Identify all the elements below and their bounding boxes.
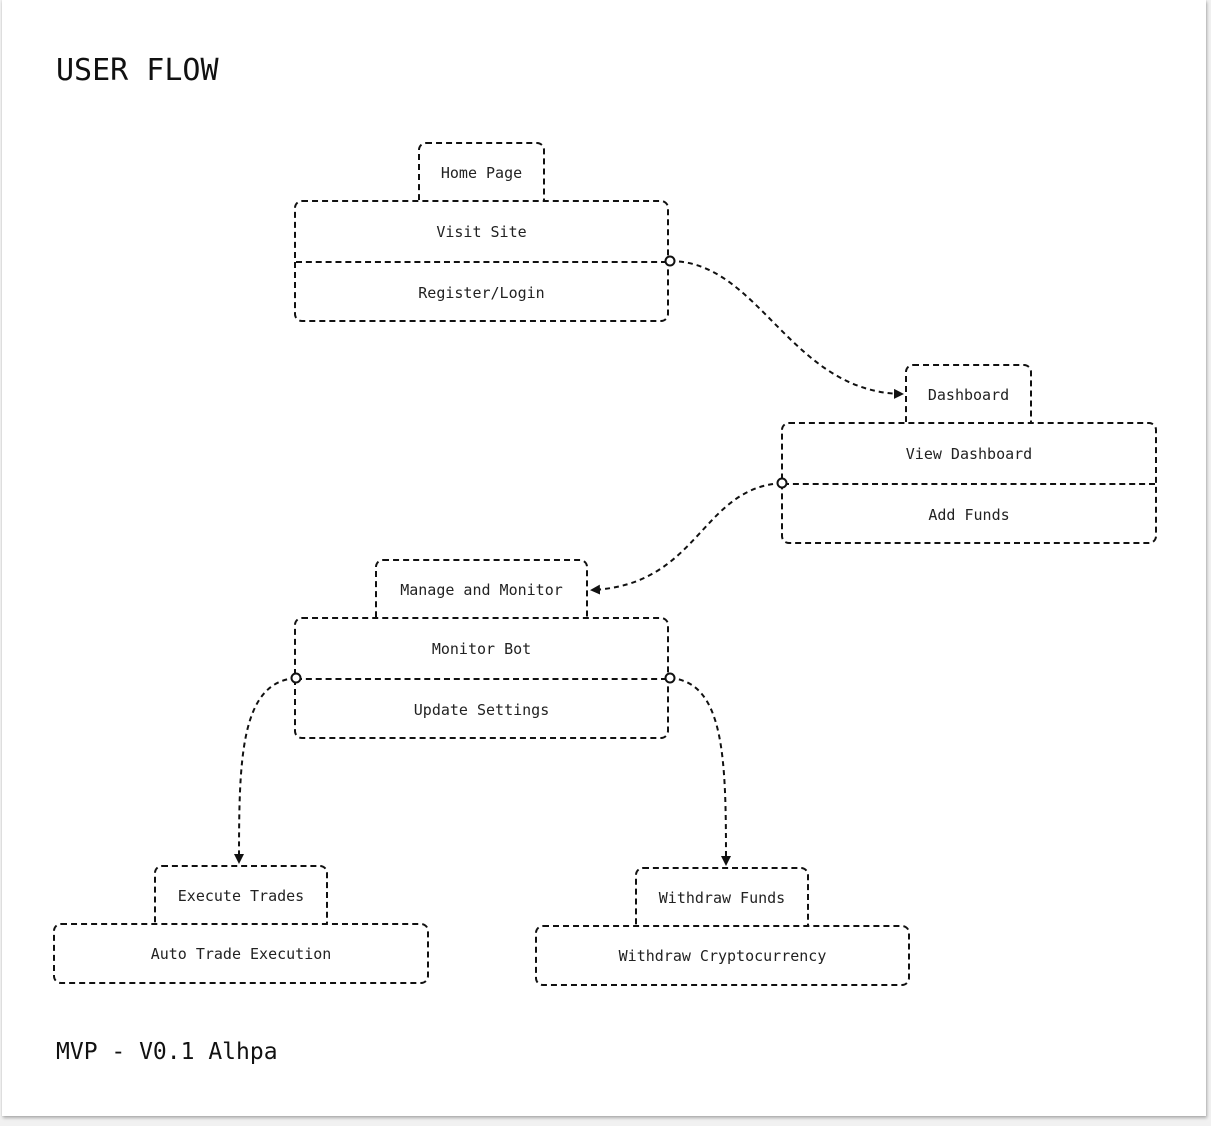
node-manage-header[interactable]: Manage and Monitor xyxy=(375,559,588,619)
node-withdraw-header[interactable]: Withdraw Funds xyxy=(635,867,809,927)
diagram-title: USER FLOW xyxy=(56,53,219,88)
node-withdraw-row-withdraw-crypto[interactable]: Withdraw Cryptocurrency xyxy=(618,946,827,965)
node-home-divider xyxy=(296,261,667,263)
node-dashboard-divider xyxy=(783,483,1155,485)
node-withdraw[interactable]: Withdraw Cryptocurrency xyxy=(535,925,910,986)
node-execute-row-auto-trade[interactable]: Auto Trade Execution xyxy=(150,944,332,963)
node-dashboard-row-add-funds[interactable]: Add Funds xyxy=(928,505,1010,524)
node-manage-row-monitor-bot[interactable]: Monitor Bot xyxy=(431,639,532,658)
node-dashboard-row-view-dashboard[interactable]: View Dashboard xyxy=(905,444,1033,463)
node-dashboard-header[interactable]: Dashboard xyxy=(905,364,1032,424)
node-manage-divider xyxy=(296,678,667,680)
node-execute-header[interactable]: Execute Trades xyxy=(154,865,328,925)
node-home[interactable]: Visit Site Register/Login xyxy=(294,200,669,322)
version-label: MVP - V0.1 Alhpa xyxy=(56,1039,278,1065)
node-home-row-visit-site[interactable]: Visit Site xyxy=(436,222,527,241)
node-home-row-register-login[interactable]: Register/Login xyxy=(418,283,545,302)
node-execute[interactable]: Auto Trade Execution xyxy=(53,923,429,984)
node-manage-row-update-settings[interactable]: Update Settings xyxy=(413,700,550,719)
node-home-header[interactable]: Home Page xyxy=(418,142,545,202)
node-manage[interactable]: Monitor Bot Update Settings xyxy=(294,617,669,739)
node-dashboard[interactable]: View Dashboard Add Funds xyxy=(781,422,1157,544)
